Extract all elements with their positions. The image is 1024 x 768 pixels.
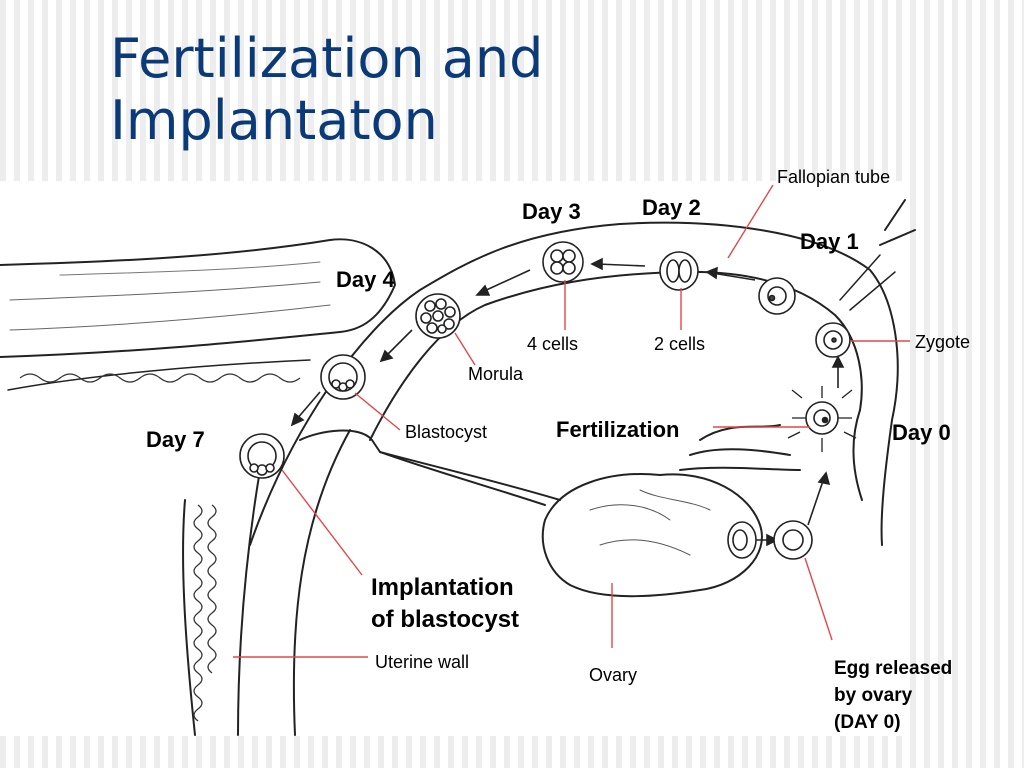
fallopian-tube-outer-wall [249,221,899,546]
fertilization-cell [787,386,857,452]
implanting-blastocyst [239,433,285,479]
label-morula: Morula [468,364,524,384]
ligament-tissue [0,238,396,358]
label-four-cells: 4 cells [527,334,579,354]
label-fallopian-tube: Fallopian tube [777,167,891,187]
implantation-line-2: of blastocyst [371,606,520,633]
label-day-2: Day 2 [642,195,701,220]
label-uterine-wall: Uterine wall [375,652,470,672]
leader-lines [233,184,910,658]
morula-cell [415,293,461,339]
day1-cell [758,277,796,315]
label-two-cells: 2 cells [654,334,706,354]
uterus-wall-outer [182,499,196,736]
title-line-1: Fertilization and [110,27,544,90]
blastocyst-cell [320,354,366,400]
zygote-cell [815,322,851,358]
migration-arrows [290,257,845,547]
uterus-wall-inner [237,469,261,736]
label-day-4: Day 4 [336,267,395,292]
slide-title: Fertilization and Implantaton [110,28,543,152]
label-zygote: Zygote [915,332,971,352]
four-cell-embryo [542,241,584,283]
ovary-rupture [727,521,757,559]
egg-line-1: Egg released [834,658,953,679]
egg-line-2: by ovary [834,685,913,706]
fimbriae [679,199,916,501]
label-egg-released: Egg released by ovary (DAY 0) [834,655,952,736]
label-fertilization: Fertilization [556,417,680,442]
ligament-lower [7,359,311,391]
label-blastocyst: Blastocyst [405,422,488,442]
two-cell-embryo [659,251,699,291]
label-day-0: Day 0 [892,420,951,445]
ovarian-ligament [379,451,561,501]
egg-line-3: (DAY 0) [834,712,901,733]
label-implantation: Implantation of blastocyst [371,572,519,636]
ovary-shape [541,473,763,598]
endometrium-folds [19,373,301,722]
label-day-7: Day 7 [146,427,205,452]
label-day-3: Day 3 [522,199,581,224]
label-day-1: Day 1 [800,229,859,254]
label-ovary: Ovary [589,665,638,685]
title-line-2: Implantaton [110,89,438,152]
implantation-line-1: Implantation [371,574,514,601]
diagram-panel [0,181,910,736]
released-egg [773,520,813,560]
